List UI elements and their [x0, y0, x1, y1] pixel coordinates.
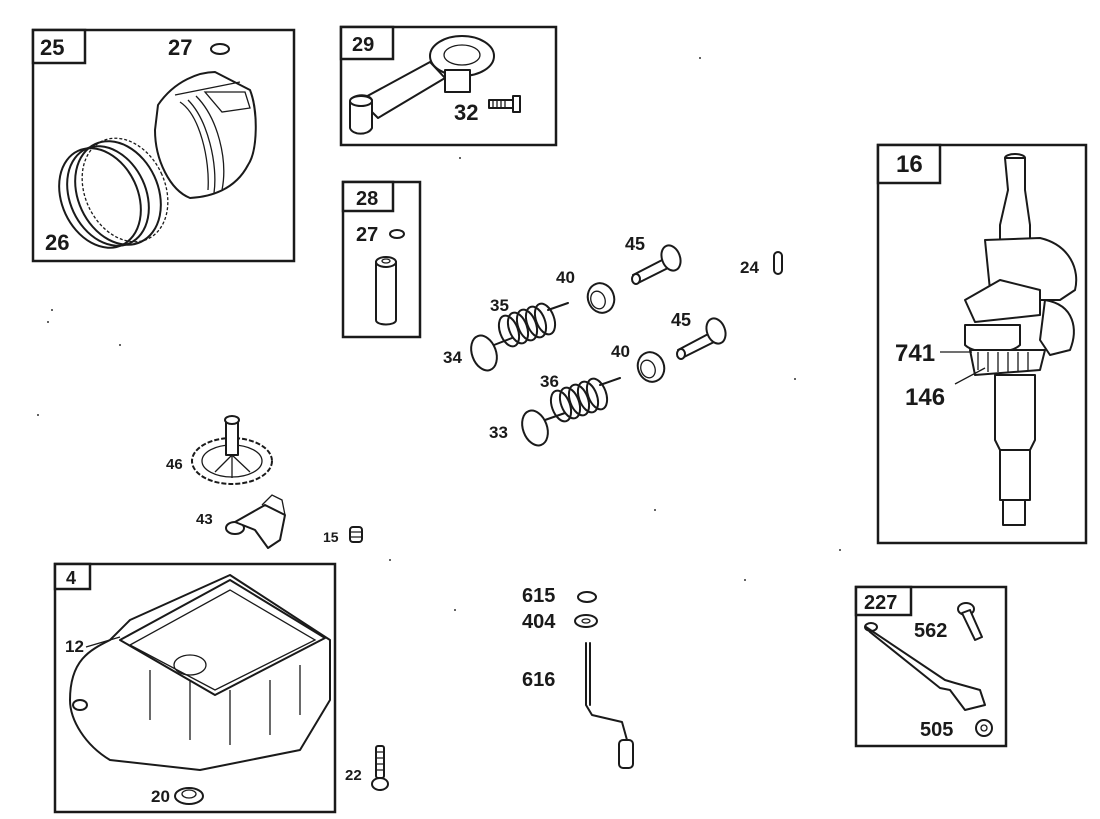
group-28-piston-pin: 28 27 — [341, 180, 422, 339]
piston-pin-icon — [375, 256, 397, 326]
group-29-connecting-rod: 29 32 — [339, 25, 558, 147]
connecting-rod-icon — [349, 35, 495, 135]
sump-icon — [69, 574, 331, 771]
part-562-label: 562 — [914, 620, 947, 642]
valve-train-parts: 45 24 40 35 34 45 — [443, 234, 783, 447]
group-4-frame — [53, 562, 337, 814]
group-28-tag — [341, 180, 395, 213]
lever-rod-icon — [585, 642, 634, 769]
retaining-ring-icon — [389, 229, 405, 239]
screw-icon — [371, 745, 389, 791]
part-26-label: 26 — [45, 230, 69, 255]
valve-icon — [470, 334, 513, 372]
retaining-ring-icon — [210, 43, 230, 55]
part-34-label: 34 — [443, 348, 462, 367]
group-16-number: 16 — [896, 151, 923, 178]
part-22-label: 22 — [345, 767, 362, 784]
governor-gear-icon — [191, 415, 273, 485]
washer-icon — [574, 614, 598, 628]
spring-retainer-icon — [636, 351, 666, 383]
bolt-icon — [488, 95, 521, 113]
part-46-label: 46 — [166, 456, 183, 473]
group-16-tag — [876, 143, 942, 185]
dipstick-parts: 615 404 616 — [522, 585, 634, 769]
part-40-label: 40 — [611, 342, 630, 361]
group-4-number: 4 — [66, 568, 76, 588]
valve-spring-icon — [549, 377, 621, 423]
part-12-label: 12 — [65, 637, 84, 656]
valve-spring-icon — [497, 302, 569, 348]
part-616-label: 616 — [522, 669, 555, 691]
group-227-number: 227 — [864, 592, 897, 614]
group-16-crankshaft: 16 741 146 — [876, 143, 1088, 545]
nut-icon — [975, 719, 993, 737]
part-36-label: 36 — [540, 372, 559, 391]
part-615-label: 615 — [522, 585, 555, 607]
nut-icon — [577, 591, 597, 603]
spring-retainer-icon — [586, 282, 616, 314]
governor-crank-icon — [225, 494, 286, 549]
part-404-label: 404 — [522, 611, 556, 633]
piston-icon — [154, 71, 257, 199]
group-29-tag — [339, 25, 395, 61]
scan-noise — [37, 57, 841, 611]
part-35-label: 35 — [490, 296, 509, 315]
group-29-number: 29 — [352, 34, 374, 56]
part-24-label: 24 — [740, 258, 759, 277]
part-33-label: 33 — [489, 423, 508, 442]
part-43-label: 43 — [196, 511, 213, 528]
group-4-sump: 4 12 20 — [53, 562, 337, 814]
group-25-tag — [31, 28, 87, 65]
group-25-number: 25 — [40, 35, 64, 60]
part-27-label: 27 — [356, 224, 378, 246]
governor-parts: 46 43 15 — [166, 415, 363, 549]
valve-icon — [521, 409, 566, 447]
part-45-label: 45 — [671, 310, 691, 330]
oil-seal-icon — [174, 787, 204, 805]
group-227-frame — [854, 585, 1008, 748]
group-4-tag — [53, 562, 92, 591]
pin-icon — [773, 251, 783, 275]
part-27-label: 27 — [168, 35, 192, 60]
part-32-label: 32 — [454, 100, 478, 125]
part-40-label: 40 — [556, 268, 575, 287]
tappet-icon — [631, 244, 682, 285]
plug-icon — [349, 526, 363, 543]
piston-rings-icon — [58, 137, 169, 249]
group-25-piston-assembly: 25 27 26 — [31, 28, 296, 263]
leader-line-12 — [85, 636, 121, 648]
group-227-tag — [854, 585, 913, 617]
group-25-frame — [31, 28, 296, 263]
group-29-frame — [339, 25, 558, 147]
crankshaft-icon — [964, 153, 1078, 526]
group-227-governor-lever: 227 562 505 — [854, 585, 1008, 748]
group-28-number: 28 — [356, 188, 378, 210]
governor-lever-icon — [864, 622, 986, 711]
part-20-label: 20 — [151, 787, 170, 806]
part-45-label: 45 — [625, 234, 645, 254]
group-16-frame — [876, 143, 1088, 545]
part-505-label: 505 — [920, 719, 953, 741]
part-146-label: 146 — [905, 384, 945, 411]
bolt-icon — [957, 602, 983, 641]
leader-line-146 — [954, 367, 986, 385]
part-741-label: 741 — [895, 340, 935, 367]
part-15-label: 15 — [323, 529, 339, 545]
tappet-icon — [676, 317, 727, 360]
